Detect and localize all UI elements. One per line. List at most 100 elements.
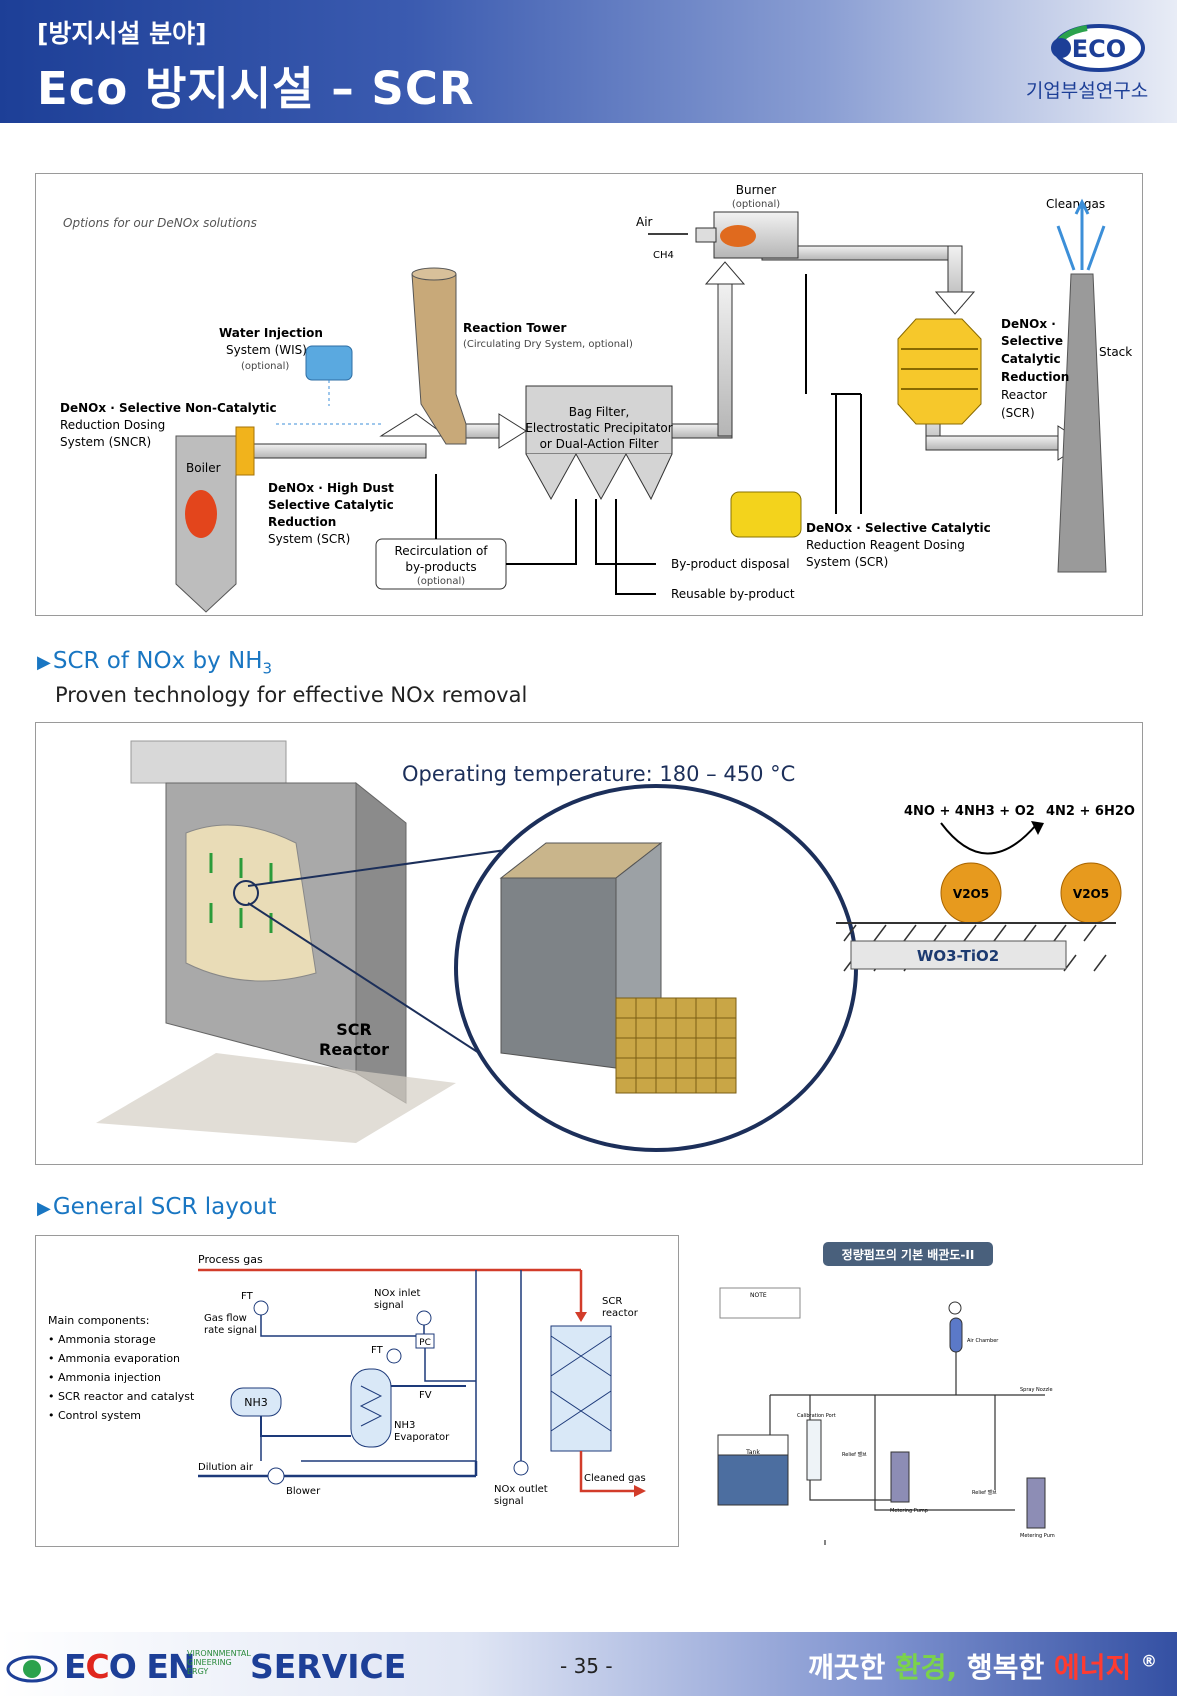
arrow-up-tower [379,413,448,437]
burner-optional: (optional) [732,199,780,210]
reaction-tower-label: Reaction Tower [463,321,566,335]
nh3-feed-line [260,1416,351,1437]
eco-logo: ECO 기업부설연구소 [1017,18,1157,108]
flow-arrows [209,853,273,933]
section-general-layout-title: General SCR layout [52,1194,277,1220]
evaporator-coil [359,1385,383,1427]
scr-reactor-label-d: reactor [602,1308,639,1319]
note-box [719,1287,801,1319]
arrow-up-burner [704,261,746,285]
dosing-label-2: Reduction Reagent Dosing [806,538,965,552]
section-scr-nox-sub: 3 [262,659,273,678]
footer-slogan: 깨끗한 환경, 행복한 에너지 ® [807,1651,1157,1684]
metering-pump-diagram: 정량펌프의 기본 배관도-II NOTE Air Chamber Spray N… [715,1240,1058,1570]
logo-text: ECO [1072,35,1126,63]
nox-outlet-sensor [513,1460,529,1476]
burner-label: Burner [736,183,777,197]
denox-process-diagram: Options for our DeNOx solutions Burner (… [60,183,1132,613]
scr-reactor-label-a: SCR [336,1020,372,1039]
control-lines [260,1270,522,1462]
section-scr-nox-title: SCR of NOx by NH [52,648,263,674]
page-number: - 35 - [560,1654,613,1678]
bag-filter [525,385,673,455]
metering-pump-svg: 정량펌프의 기본 배관도-II NOTE Air Chamber Spray N… [717,1242,1058,1570]
page-title: Eco 방지시설 – SCR [37,62,475,115]
process-gas-label: Process gas [198,1253,263,1266]
component-item: • Ammonia evaporation [48,1352,180,1365]
boiler-label: Boiler [186,461,221,475]
evaporator-label-1: NH3 [394,1420,415,1431]
scr-reactor-panel: SCR Reactor Operating temperature: 180 –… [35,722,1143,1165]
footer-brand: ECO EN [64,1647,195,1686]
burner-inlet [695,227,717,243]
pipe-up-burner [717,280,733,437]
reagent-lines [805,274,862,514]
section-scr-nox-desc: Proven technology for effective NOx remo… [55,683,528,707]
component-item: • Ammonia injection [48,1371,161,1384]
hd-label-3: Reduction [268,515,336,529]
footer-service: SERVICE [250,1647,407,1686]
honeycomb-grid [616,998,736,1093]
catalyst-block-front [500,877,617,1069]
eco-logo-icon: ECO [1051,24,1145,72]
recirc-label-1: Recirculation of [394,544,488,558]
reaction-left: 4NO + 4NH3 + O2 [904,804,1035,819]
denox-process-panel: Options for our DeNOx solutions Burner (… [35,173,1143,616]
options-label: Options for our DeNOx solutions [63,216,257,230]
scr-reactor-label-c: SCR [602,1296,622,1307]
scr-reactor-label-3: Catalytic [1001,352,1061,366]
high-dust-catalyst [235,426,255,476]
tank-top [717,1434,789,1456]
blower-label: Blower [286,1486,321,1497]
gas-flow-label-1: Gas flow [204,1313,247,1324]
metering-pump-label-1: Metering Pump [890,1508,928,1514]
scr-reactor-illustration: SCR Reactor Operating temperature: 180 –… [96,740,1135,1152]
water-spray [276,380,381,425]
diagram4-title-bar [823,1242,993,1266]
clean-gas-arrows [1056,198,1106,271]
calibration-column [806,1419,822,1481]
piping-lines [769,1352,1045,1570]
ft-label-1: FT [241,1291,254,1302]
scr-reactor-label-5: Reactor [1001,388,1047,402]
reaction-tower-top [411,267,457,281]
air-chamber [949,1317,963,1353]
metering-pump-1 [890,1451,910,1503]
ch4-label: CH4 [653,250,674,261]
footer-globe-icon [6,1655,58,1683]
nh3-evaporator [350,1368,392,1448]
nox-inlet-label-2: signal [374,1300,404,1311]
section-scr-nox: ▶SCR of NOx by NH3 [37,648,272,678]
reactor-top-structure [130,740,287,784]
ft-label-2: FT [371,1345,384,1356]
wis-label-3: (optional) [241,361,289,372]
reaction-arrow [940,822,1037,855]
stack-label: Stack [1099,345,1132,359]
byproduct-lines [435,474,656,595]
boiler-flame-icon [185,490,217,538]
process-gas-arrowhead [575,1312,587,1322]
v2o5-label-1: V2O5 [953,887,989,901]
support-label: WO3-TiO2 [917,947,999,965]
relief-valve-label-1: Relief 밸브 [842,1451,867,1458]
v2o5-label-2: V2O5 [1073,887,1109,901]
gas-flow-label-2: rate signal [204,1325,257,1336]
wis-label-2: System (WIS) [226,343,307,357]
bag-label-2: Electrostatic Precipitator [525,421,672,435]
nox-inlet-label-1: NOx inlet [374,1288,420,1299]
blower-icon [267,1467,285,1485]
scr-reactor-layers [901,348,978,390]
sncr-label-1: DeNOx · Selective Non-Catalytic [60,401,277,415]
air-chamber-label: Air Chamber [967,1338,999,1344]
relief-valve-label-2: Relief 밸브 [972,1489,997,1496]
reactor-ground [96,1053,456,1143]
arrow-right-bag [498,413,527,449]
dilution-air-label: Dilution air [198,1462,254,1473]
reagent-tank-icon [730,491,802,538]
scr-reactor-label-6: (SCR) [1001,406,1035,420]
recirc-label-2: by-products [405,560,476,574]
bullet-triangle-icon: ▶ [37,1198,51,1219]
nox-outlet-label-2: signal [494,1496,524,1507]
general-scr-layout-panel: Process gas FT Gas flow rate signal NOx … [35,1235,679,1547]
stack-icon [1057,273,1107,573]
